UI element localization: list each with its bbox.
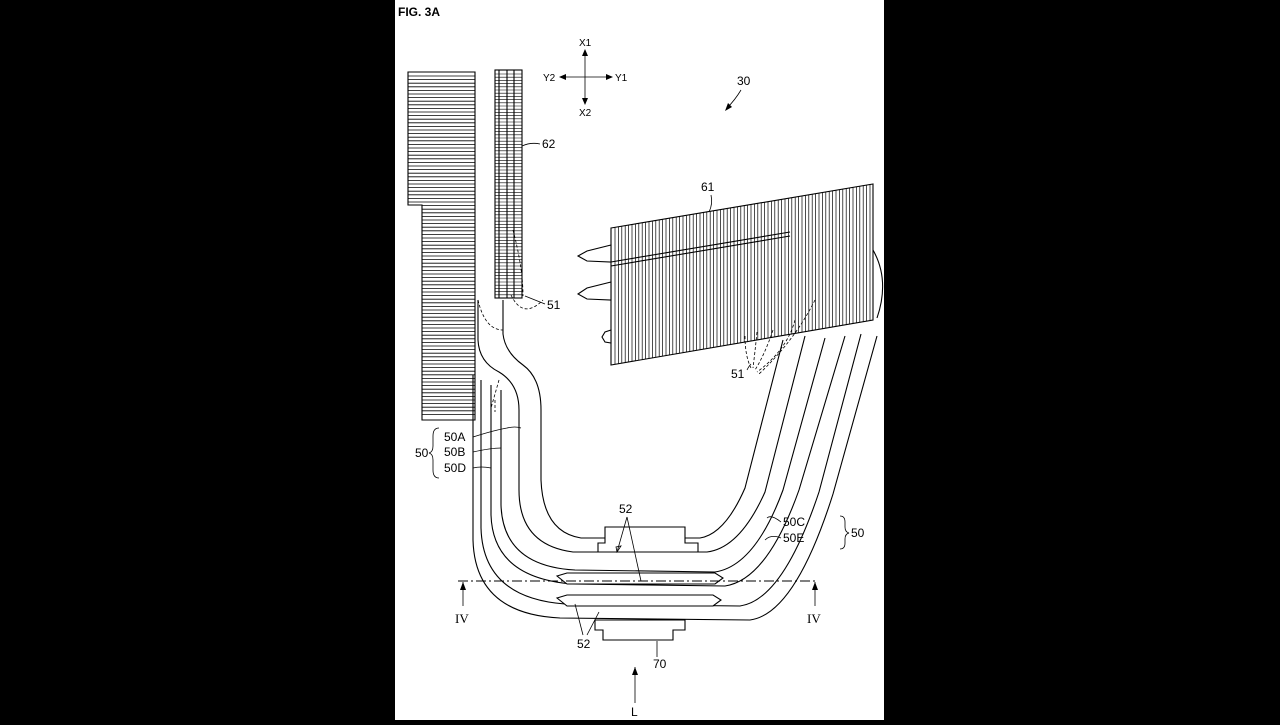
axis-y2-label: Y2 [543,73,556,84]
fin-tab [601,329,612,344]
label-52-top: 52 [619,502,633,516]
leader-50E [764,536,782,541]
leader-50A [472,426,522,438]
leader-50C [766,516,782,523]
leader-51-left [524,295,546,305]
axis-x1-label: X1 [579,38,592,49]
label-30: 30 [737,74,751,88]
heat-pipes-50 [472,249,884,621]
heat-pipe-diagram: FIG. 3A X1 X2 Y2 Y1 30 [398,5,884,719]
label-62: 62 [542,137,556,151]
patent-drawing-sheet: FIG. 3A X1 X2 Y2 Y1 30 [395,0,884,720]
brace-50-left [428,427,440,479]
direction-indicator: X1 X2 Y2 Y1 [543,38,628,119]
fin-tab [576,244,612,263]
brace-50-right [839,515,850,550]
label-50A: 50A [444,430,465,444]
fin-tab [576,281,612,301]
label-52-bottom: 52 [577,637,591,651]
section-label-left: IV [455,611,469,626]
fin-stack-62 [407,69,523,421]
fin-stack-61 [576,183,874,366]
label-50D: 50D [444,461,466,475]
arrow-up-icon [582,49,588,56]
label-50C: 50C [783,515,805,529]
label-50E: 50E [783,531,804,545]
base-70 [555,526,724,641]
plate-52 [555,594,722,607]
leader-51-right [746,363,752,371]
leader-52-bottom-a [574,603,584,636]
label-50-right: 50 [851,526,865,540]
axis-y1-label: Y1 [615,73,628,84]
label-70: 70 [653,657,667,671]
section-arrow-left-icon [460,582,466,590]
label-50B: 50B [444,445,465,459]
section-label-right: IV [807,611,821,626]
label-51-left: 51 [547,298,561,312]
leader-52-bottom-b [586,611,600,636]
arrow-left-icon [559,74,566,80]
leader-62 [521,142,541,147]
axis-x2-label: X2 [579,108,592,119]
view-arrow-label: L [631,705,638,719]
arrow-down-icon [582,98,588,105]
leader-30-arrow-icon [725,103,732,111]
leader-50D [472,466,492,469]
label-50-left: 50 [415,446,429,460]
figure-title: FIG. 3A [398,5,440,19]
view-arrow-icon [632,667,638,675]
label-51-right: 51 [731,367,745,381]
leader-50B [472,447,502,453]
section-arrow-right-icon [812,582,818,590]
arrow-right-icon [606,74,613,80]
leader-61 [708,194,713,213]
leader-52-top-b [626,516,642,582]
label-61: 61 [701,180,715,194]
